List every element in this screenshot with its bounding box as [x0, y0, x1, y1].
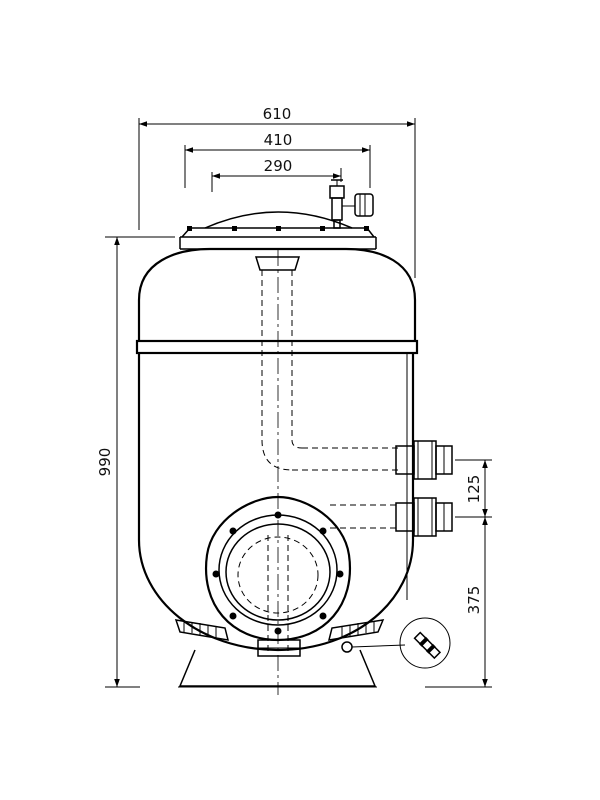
tank-base — [178, 649, 377, 688]
dimension-total-height: 990 — [96, 236, 175, 688]
dimension-port-spacing: 125 — [455, 459, 492, 518]
flange-width-label: 410 — [264, 131, 293, 149]
lower-port-fitting — [395, 497, 453, 537]
overall-width-label: 610 — [263, 105, 292, 123]
air-release-valve — [329, 179, 374, 229]
dimension-valve-offset: 290 — [211, 157, 342, 192]
drain-valve — [341, 617, 451, 669]
upper-port-fitting — [395, 440, 453, 480]
tank-body — [135, 247, 419, 652]
dimension-flange-width: 410 — [184, 131, 371, 188]
lower-port-height-label: 375 — [465, 586, 483, 615]
top-lid — [179, 211, 377, 250]
dimension-lower-port-height: 375 — [425, 517, 492, 688]
valve-offset-label: 290 — [264, 157, 293, 175]
lid-bolts — [187, 226, 369, 231]
port-spacing-label: 125 — [465, 475, 483, 504]
dimension-overall-width: 610 — [138, 105, 416, 278]
internal-piping — [254, 250, 398, 695]
total-height-label: 990 — [96, 448, 114, 477]
underdrain-laterals — [174, 619, 385, 657]
manhole-bolts — [212, 511, 344, 635]
